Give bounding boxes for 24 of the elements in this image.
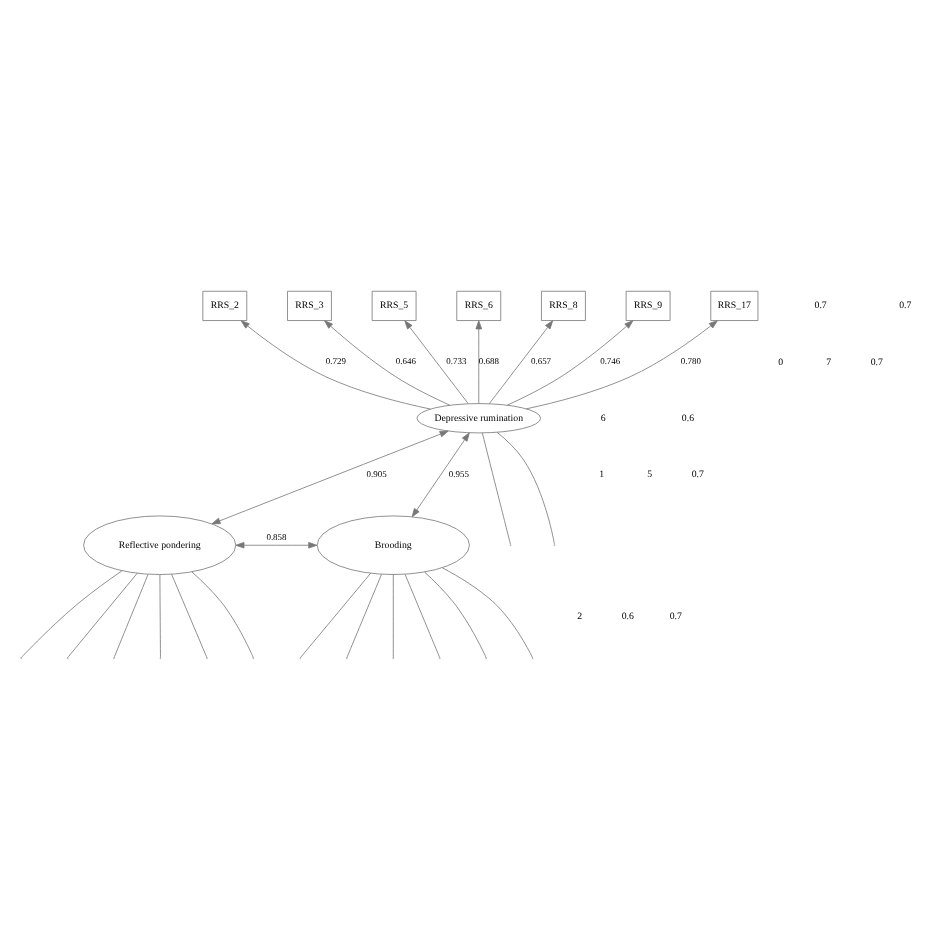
connector [67,571,138,657]
arrow [404,319,469,403]
arrow [411,431,470,517]
connector [300,571,371,657]
arrow [475,319,483,403]
connector [191,570,254,657]
arrow [324,319,451,405]
arrow [525,319,718,409]
connector [171,572,208,657]
connector [404,573,441,657]
connector [20,569,123,657]
connector [392,573,394,657]
connector [481,431,511,544]
connector [113,573,149,657]
connector [496,430,555,544]
connector [346,573,382,657]
connector [441,566,533,657]
arrow [240,319,431,409]
arrow [489,319,554,403]
arrow [235,541,318,548]
connector [159,573,161,657]
connector [424,570,487,657]
arrow [211,429,449,524]
arrow [506,319,634,405]
